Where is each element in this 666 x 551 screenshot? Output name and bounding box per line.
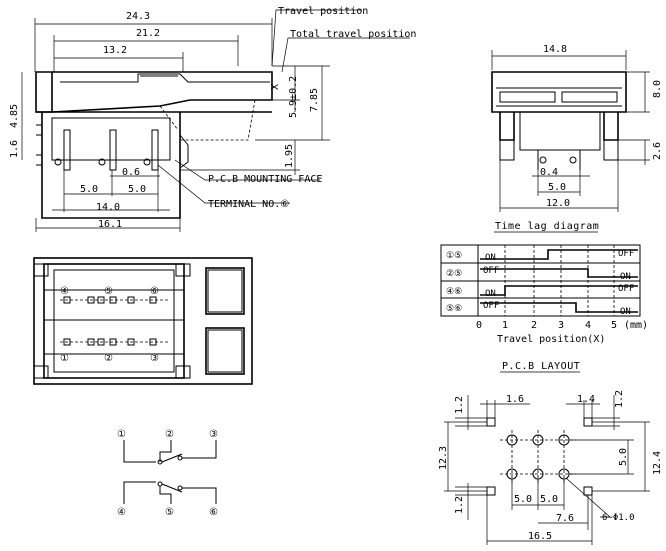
dim-pin-len: 1.95: [284, 144, 295, 168]
top-view: ④ ⑤ ⑥ ① ② ③: [33, 257, 253, 385]
row3-pins: ④⑥: [446, 287, 462, 297]
row4-left: OFF: [483, 301, 499, 311]
dim-height: 7.85: [309, 88, 320, 112]
row2-left: OFF: [483, 266, 499, 276]
pcb-dim-width: 16.5: [528, 531, 552, 542]
pcb-dim-hole: 6−Φ1.0: [602, 513, 635, 523]
row3-left: ON: [485, 289, 496, 299]
schematic-terminal-4: ④: [117, 507, 126, 518]
dim-pin-w: 0.6: [122, 167, 140, 178]
end-dim-pitch: 5.0: [548, 182, 566, 193]
dim-base: 16.1: [98, 219, 122, 230]
top-pin-1: ①: [60, 353, 69, 364]
pcb-dim-pitch2: 5.0: [540, 494, 558, 505]
schematic-terminal-2: ②: [165, 429, 174, 440]
pcb-dim-top-left-h: 1.2: [454, 396, 465, 414]
top-pin-3: ③: [150, 353, 159, 364]
schematic: ① ② ③ ④ ⑤ ⑥: [117, 429, 218, 518]
x-label: Travel position(X): [497, 334, 605, 345]
dim-mid: 21.2: [136, 28, 160, 39]
x-unit: (mm): [624, 320, 648, 331]
travel-position-label: Travel position: [278, 6, 368, 17]
top-pin-2: ②: [104, 353, 113, 364]
top-pin-6: ⑥: [150, 286, 159, 297]
time-lag-diagram: Time lag diagram ①⑤ ON OFF ②⑤ OFF ON ④⑥ …: [440, 221, 648, 345]
pcb-mounting-face-label: P.C.B MOUNTING FACE: [208, 174, 322, 185]
dim-span: 14.0: [96, 202, 120, 213]
schematic-terminal-6: ⑥: [209, 507, 218, 518]
tick-3: 3: [558, 320, 564, 331]
row4-pins: ⑤⑥: [446, 304, 462, 314]
tick-0: 0: [476, 320, 482, 331]
row1-left: ON: [485, 253, 496, 263]
dim-left1: 4.85: [9, 104, 20, 128]
tick-2: 2: [531, 320, 537, 331]
pcb-dim-right-pitch: 5.0: [618, 448, 629, 466]
pcb-dim-left-height: 12.3: [438, 446, 449, 470]
pcb-dim-bottom-left-h: 1.2: [454, 496, 465, 514]
schematic-terminal-1: ①: [117, 429, 126, 440]
dim-pitch2: 5.0: [128, 184, 146, 195]
top-pin-4: ④: [60, 286, 69, 297]
terminal-label: TERMINAL NO.⑥: [208, 199, 289, 210]
end-dim-pin-w: 0.4: [540, 167, 558, 178]
side-view: 24.3 21.2 13.2 4.85 1.6: [9, 6, 416, 232]
row1-right: OFF: [618, 249, 634, 259]
top-pin-5: ⑤: [104, 286, 113, 297]
pcb-dim-top-right-w: 1.4: [577, 394, 595, 405]
time-lag-title: Time lag diagram: [495, 221, 599, 232]
dim-actuator: 13.2: [103, 45, 127, 56]
end-view: 14.8 8.0 2.6 0.4 5.0 12.0: [491, 44, 663, 212]
pcb-dim-right-height: 12.4: [652, 451, 663, 475]
tick-4: 4: [585, 320, 591, 331]
dim-travel: 5.9±0.2: [288, 76, 299, 118]
end-dim-base: 12.0: [546, 198, 570, 209]
dim-pitch1: 5.0: [80, 184, 98, 195]
dim-overall: 24.3: [126, 11, 150, 22]
pcb-dim-pitch1: 5.0: [514, 494, 532, 505]
end-dim-width: 14.8: [543, 44, 567, 55]
schematic-terminal-3: ③: [209, 429, 218, 440]
total-travel-position-label: Total travel position: [290, 29, 416, 40]
row3-right: OFF: [618, 284, 634, 294]
dim-left2: 1.6: [9, 140, 20, 158]
end-dim-pin-h: 2.6: [652, 142, 663, 160]
tick-5: 5: [611, 320, 617, 331]
tick-1: 1: [502, 320, 508, 331]
dim-x: X: [270, 84, 281, 90]
schematic-terminal-5: ⑤: [165, 507, 174, 518]
pcb-layout-title: P.C.B LAYOUT: [502, 361, 580, 372]
pcb-dim-offset: 7.6: [556, 513, 574, 524]
pcb-dim-top-left-w: 1.6: [506, 394, 524, 405]
row1-pins: ①⑤: [446, 251, 462, 261]
pcb-dim-top-right-h: 1.2: [614, 390, 625, 408]
row2-pins: ②⑤: [446, 269, 462, 279]
end-dim-height: 8.0: [652, 80, 663, 98]
pcb-layout: P.C.B LAYOUT 1.6 1.4 1.2 12.3: [438, 361, 663, 545]
